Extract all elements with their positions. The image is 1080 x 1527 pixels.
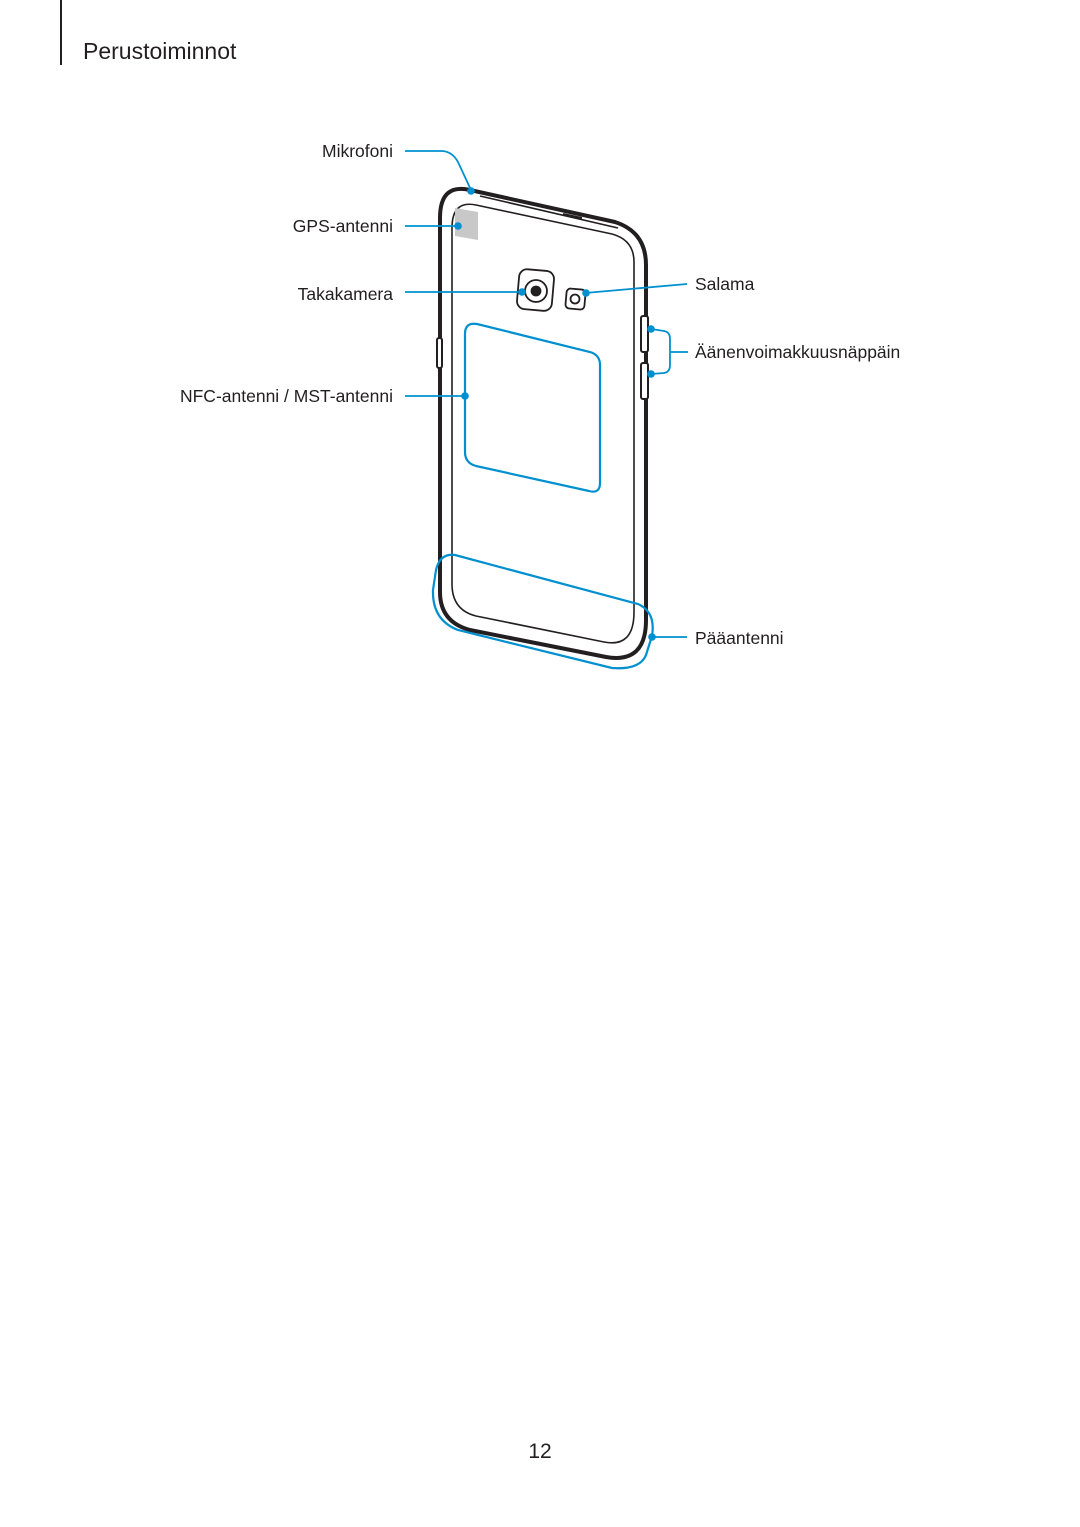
flash-module: [564, 287, 587, 311]
volume-up-button: [640, 315, 649, 353]
top-slot: [562, 213, 583, 219]
rear-camera-dot: [518, 288, 526, 296]
label-flash: Salama: [695, 274, 755, 294]
phone-body: [438, 186, 648, 660]
section-divider: [60, 0, 62, 65]
side-buttons: [436, 315, 649, 400]
page-number: 12: [528, 1440, 552, 1463]
nfc-mst-antenna-area: [463, 322, 602, 493]
phone-back-diagram: [405, 150, 688, 670]
volume-down-button: [640, 362, 649, 400]
left-side-button: [436, 337, 443, 369]
label-mikrofoni: Mikrofoni: [322, 141, 393, 161]
callout-lines: [405, 150, 688, 638]
phone-outer-frame: [438, 186, 648, 660]
label-main-antenna: Pääantenni: [695, 628, 784, 648]
flash-leader: [584, 283, 688, 294]
volume-down-dot: [647, 370, 655, 378]
main-antenna-area: [431, 553, 654, 670]
mikrofoni-dot: [467, 187, 475, 195]
phone-back-glass: [451, 203, 635, 644]
nfc-mst-antenna-dot: [461, 392, 469, 400]
main-antenna-dot: [648, 633, 656, 641]
callout-dots: [454, 187, 656, 641]
gps-antenna-area: [455, 208, 478, 240]
label-gps-antenna: GPS-antenni: [292, 216, 393, 236]
label-rear-camera: Takakamera: [297, 284, 393, 304]
flash-dot: [582, 289, 590, 297]
volume-key-leader: [650, 328, 688, 375]
label-nfc-mst-antenna: NFC-antenni / MST-antenni: [179, 386, 393, 406]
mikrofoni-leader: [405, 150, 472, 191]
label-volume-key: Äänenvoimakkuusnäppäin: [695, 342, 901, 362]
gps-antenna-dot: [454, 222, 462, 230]
phone-top-edge: [479, 195, 619, 229]
volume-up-dot: [647, 325, 655, 333]
section-title: Perustoiminnot: [83, 38, 237, 64]
